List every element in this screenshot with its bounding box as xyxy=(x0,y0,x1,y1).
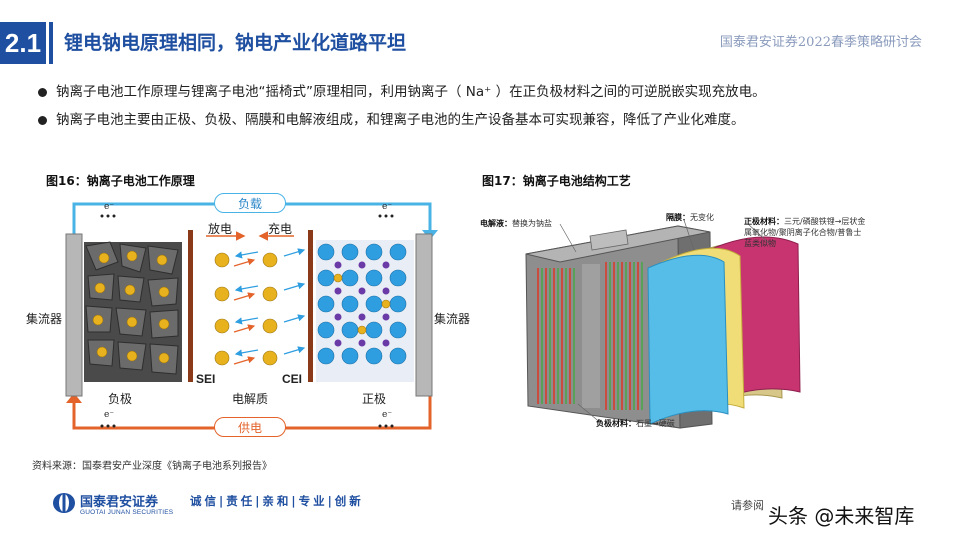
electrolyte-label: 电解质 xyxy=(232,392,269,406)
separator-callout: 隔膜：无变化 xyxy=(666,212,714,223)
bullet-list: 钠离子电池工作原理与锂离子电池“摇椅式”原理相同，利用钠离子（ Na⁺ ）在正负… xyxy=(38,78,938,134)
cathode-callout-value-1: 三元/磷酸铁锂→层状金 xyxy=(784,217,866,226)
anode-callout: 负极材料：石墨→硬碳 xyxy=(596,418,675,429)
anode-callout-value: 石墨→硬碳 xyxy=(636,419,675,428)
charge-label: 充电 xyxy=(268,222,293,236)
bullet-item: 钠离子电池工作原理与锂离子电池“摇椅式”原理相同，利用钠离子（ Na⁺ ）在正负… xyxy=(38,78,938,106)
event-name: 国泰君安证券2022春季策略研讨会 xyxy=(719,35,922,50)
cathode-callout: 正极材料：三元/磷酸铁锂→层状金 属氧化物/聚阴离子化合物/普鲁士 蓝类似物 xyxy=(744,216,900,249)
logo-text-en: GUOTAI JUNAN SECURITIES xyxy=(80,509,174,516)
figure17-diagram: 电解液：替换为钠盐 隔膜：无变化 正极材料：三元/磷酸铁锂→层状金 属氧化物/聚… xyxy=(478,192,918,444)
anode-label: 负极 xyxy=(108,392,133,406)
logo-text-cn: 国泰君安证券 xyxy=(80,495,159,510)
section-divider xyxy=(49,22,53,64)
cathode-callout-value-3: 蓝类似物 xyxy=(744,239,776,248)
slide-title: 锂电钠电原理相同，钠电产业化道路平坦 xyxy=(64,32,407,54)
battery-structure-illustration xyxy=(525,219,801,429)
figure16-diagram: 负载 供电 放电 充电 集流器 集流器 SEI CEI 负极 电解质 正极 e⁻… xyxy=(22,190,472,440)
disclaimer-text: 请参阅 xyxy=(731,499,764,512)
collector-right-label: 集流器 xyxy=(434,312,471,326)
separator-callout-value: 无变化 xyxy=(690,213,714,222)
bullet-item: 钠离子电池主要由正极、负极、隔膜和电解液组成，和锂离子电池的生产设备基本可实现兼… xyxy=(38,106,938,134)
electrolyte-callout-label: 电解液： xyxy=(480,219,512,228)
collector-left-label: 集流器 xyxy=(26,312,63,326)
figure17-caption: 图17：钠离子电池结构工艺 xyxy=(482,174,631,188)
load-label: 负载 xyxy=(214,193,286,213)
electron-label: e⁻ xyxy=(104,202,115,212)
sei-label: SEI xyxy=(196,372,216,386)
electrolyte-callout-value: 替换为钠盐 xyxy=(512,219,552,228)
bullet-text: 钠离子电池主要由正极、负极、隔膜和电解液组成，和锂离子电池的生产设备基本可实现兼… xyxy=(56,112,745,128)
bullet-text: 钠离子电池工作原理与锂离子电池“摇椅式”原理相同，利用钠离子（ Na⁺ ）在正负… xyxy=(56,84,766,100)
company-logo-icon xyxy=(53,493,75,513)
source-note: 资料来源：国泰君安产业深度《钠离子电池系列报告》 xyxy=(32,461,272,472)
electrolyte-callout: 电解液：替换为钠盐 xyxy=(480,218,552,229)
slide-header: 2.1 锂电钠电原理相同，钠电产业化道路平坦 国泰君安证券2022春季策略研讨会 xyxy=(0,22,960,64)
cathode-label: 正极 xyxy=(362,392,387,406)
cathode-callout-label: 正极材料： xyxy=(744,217,784,226)
watermark-text: 头条 @未来智库 xyxy=(768,504,915,528)
company-motto: 诚信|责任|亲和|专业|创新 xyxy=(190,494,364,508)
section-number: 2.1 xyxy=(0,22,46,64)
electron-label: e⁻ xyxy=(382,202,393,212)
bullet-dot-icon xyxy=(38,88,47,97)
anode-callout-label: 负极材料： xyxy=(596,419,636,428)
cei-label: CEI xyxy=(282,372,303,386)
company-logo: 国泰君安证券 GUOTAI JUNAN SECURITIES xyxy=(52,490,178,520)
figure16-caption: 图16：钠离子电池工作原理 xyxy=(46,174,195,188)
separator-callout-label: 隔膜： xyxy=(666,213,690,222)
electron-label: e⁻ xyxy=(382,410,393,420)
bullet-dot-icon xyxy=(38,116,47,125)
supply-label: 供电 xyxy=(214,417,286,437)
discharge-label: 放电 xyxy=(208,222,233,236)
working-principle-illustration xyxy=(65,202,438,430)
electron-label: e⁻ xyxy=(104,410,115,420)
cathode-callout-value-2: 属氧化物/聚阴离子化合物/普鲁士 xyxy=(744,228,862,237)
